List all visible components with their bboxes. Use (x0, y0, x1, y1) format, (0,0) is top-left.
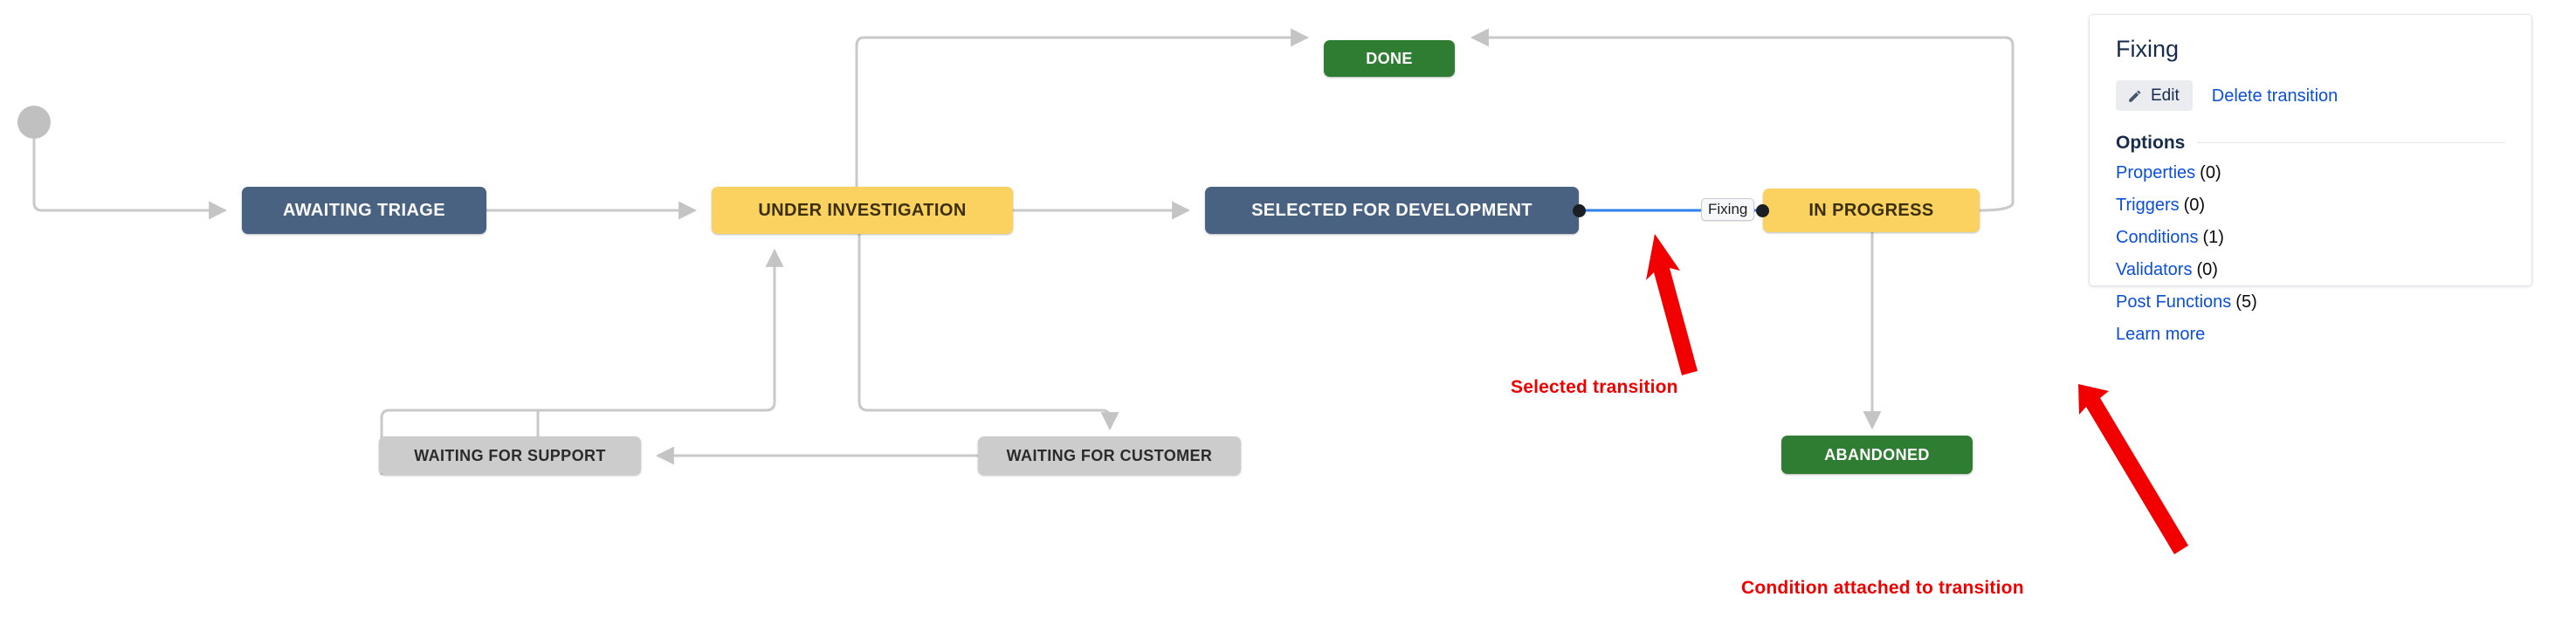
option-link-properties[interactable]: Properties (2116, 163, 2196, 182)
node-label: WAITING FOR SUPPORT (414, 446, 606, 464)
annotation-condition-attached: Condition attached to transition (1741, 578, 2024, 598)
page-title: Fixing (2116, 36, 2180, 62)
transition-label-fixing[interactable]: Fixing (1701, 198, 1755, 221)
node-abandoned[interactable]: ABANDONED (1781, 436, 1973, 474)
node-under-investigation[interactable]: UNDER INVESTIGATION (712, 187, 1013, 234)
option-link-triggers[interactable]: Triggers (2116, 196, 2180, 215)
option-count-validators: (0) (2196, 260, 2218, 279)
node-waiting-for-customer[interactable]: WAITING FOR CUSTOMER (978, 436, 1241, 475)
options-label: Options (2116, 133, 2186, 153)
start-circle[interactable] (17, 106, 51, 139)
node-label: DONE (1366, 49, 1413, 67)
option-row-validators: Validators(0) (2116, 261, 2505, 278)
node-label: WAITING FOR CUSTOMER (1006, 446, 1213, 464)
transition-details-panel: Fixing Edit Delete transition Options Pr… (2089, 14, 2532, 343)
option-link-conditions[interactable]: Conditions (2116, 228, 2199, 247)
transition-endpoint-target[interactable] (1756, 204, 1769, 217)
option-count-triggers: (0) (2183, 196, 2206, 215)
option-link-learn-more[interactable]: Learn more (2116, 325, 2206, 344)
option-link-post-functions[interactable]: Post Functions (2116, 292, 2232, 312)
annotation-selected-transition: Selected transition (1511, 377, 1678, 397)
transition-endpoint-source[interactable] (1573, 204, 1586, 217)
option-count-post-functions: (5) (2235, 292, 2257, 312)
option-row-conditions: Conditions(1) (2116, 229, 2505, 246)
edit-button[interactable]: Edit (2116, 80, 2193, 111)
options-list: Properties(0) Triggers(0) Conditions(1) … (2116, 164, 2505, 343)
node-waiting-for-support[interactable]: WAITING FOR SUPPORT (379, 436, 641, 475)
option-row-properties: Properties(0) (2116, 164, 2505, 182)
node-selected-for-development[interactable]: SELECTED FOR DEVELOPMENT (1205, 187, 1579, 234)
node-label: SELECTED FOR DEVELOPMENT (1251, 200, 1533, 220)
node-awaiting-triage[interactable]: AWAITING TRIAGE (242, 187, 486, 234)
section-divider (2197, 142, 2505, 143)
option-count-properties: (0) (2200, 163, 2221, 182)
node-label: IN PROGRESS (1808, 200, 1934, 220)
pencil-icon (2127, 88, 2143, 104)
option-link-validators[interactable]: Validators (2116, 260, 2193, 279)
option-count-conditions: (1) (2202, 228, 2224, 247)
node-done[interactable]: DONE (1324, 40, 1455, 77)
option-row-learn-more: Learn more (2116, 326, 2505, 343)
node-label: ABANDONED (1824, 445, 1930, 464)
node-label: AWAITING TRIAGE (283, 200, 445, 220)
delete-transition-link[interactable]: Delete transition (2211, 86, 2338, 106)
options-section-header: Options (2116, 134, 2505, 152)
node-in-progress[interactable]: IN PROGRESS (1763, 189, 1980, 232)
panel-actions: Edit Delete transition (2116, 80, 2505, 111)
option-row-triggers: Triggers(0) (2116, 196, 2505, 214)
edit-button-label: Edit (2151, 86, 2180, 105)
node-label: UNDER INVESTIGATION (758, 200, 967, 220)
option-row-post-functions: Post Functions(5) (2116, 293, 2505, 311)
